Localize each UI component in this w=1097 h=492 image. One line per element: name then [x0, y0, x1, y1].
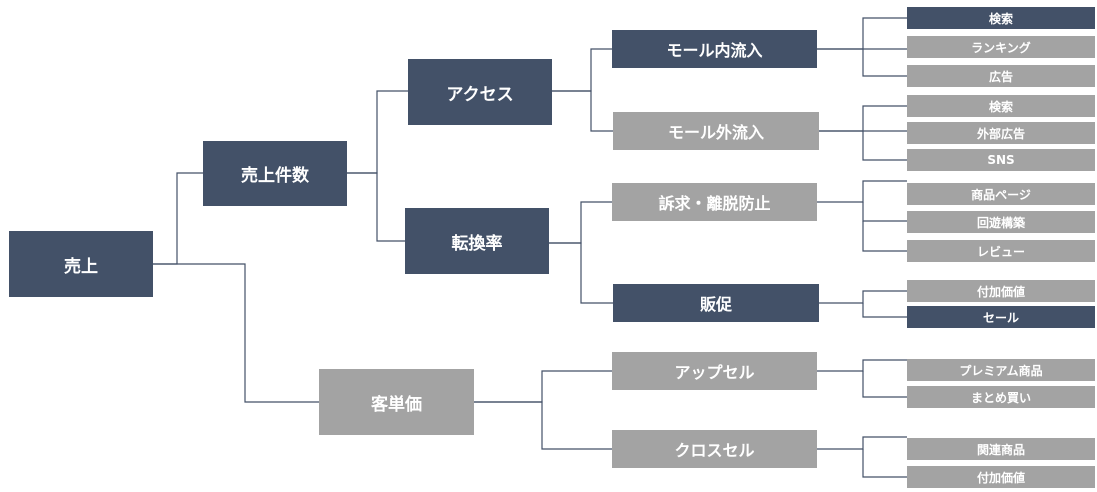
leaf-ranking: ランキング — [907, 36, 1095, 58]
leaf-bulk-purchase: まとめ買い — [907, 386, 1095, 408]
node-appeal-retention: 訴求・離脱防止 — [612, 183, 817, 221]
leaf-promo-added-value: 付加価値 — [907, 280, 1095, 302]
leaf-sns: SNS — [907, 149, 1095, 171]
node-access: アクセス — [408, 59, 552, 125]
node-upsell: アップセル — [612, 352, 817, 390]
node-mall-inflow: モール内流入 — [612, 30, 817, 68]
node-crosssell: クロスセル — [612, 430, 817, 468]
leaf-reviews: レビュー — [907, 240, 1095, 262]
leaf-sale: セール — [907, 306, 1095, 328]
node-sales: 売上 — [9, 231, 153, 297]
node-promotion: 販促 — [613, 284, 819, 322]
leaf-related-products: 関連商品 — [907, 438, 1095, 460]
leaf-mall-ads: 広告 — [907, 65, 1095, 87]
leaf-mall-search: 検索 — [907, 7, 1095, 29]
node-external-inflow: モール外流入 — [613, 112, 819, 150]
leaf-product-page: 商品ページ — [907, 183, 1095, 205]
leaf-premium-products: プレミアム商品 — [907, 359, 1095, 381]
node-unit-price: 客単価 — [319, 369, 474, 435]
node-sales-count: 売上件数 — [203, 141, 347, 206]
leaf-external-search: 検索 — [907, 95, 1095, 117]
leaf-crosssell-added-value: 付加価値 — [907, 466, 1095, 488]
leaf-external-ads: 外部広告 — [907, 122, 1095, 144]
node-conversion-rate: 転換率 — [405, 208, 549, 274]
leaf-site-navigation: 回遊構築 — [907, 211, 1095, 233]
